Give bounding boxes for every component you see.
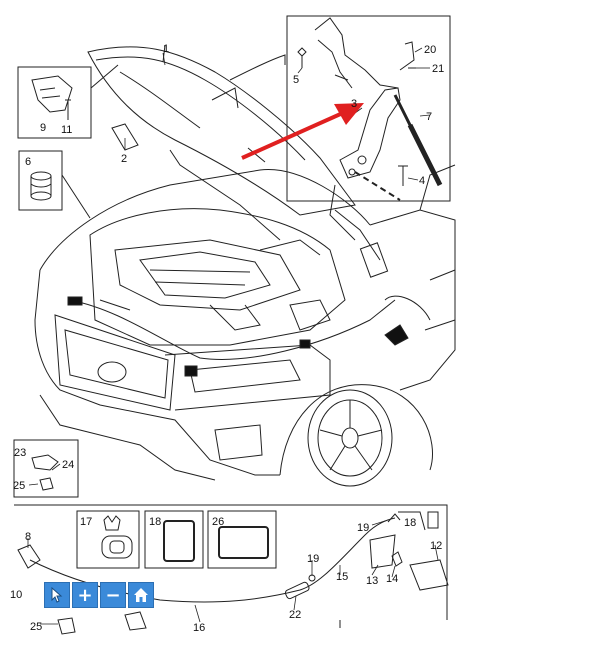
car-drawing xyxy=(34,54,456,487)
bolt-part-5 xyxy=(297,47,307,68)
bracket-part-14 xyxy=(391,551,403,567)
home-button[interactable] xyxy=(128,582,154,608)
callout-4: 4 xyxy=(419,175,425,187)
clip-part-20 xyxy=(399,41,415,71)
callout-16: 16 xyxy=(193,622,205,634)
callout-8: 8 xyxy=(25,531,31,543)
washer-flap xyxy=(384,324,409,346)
hood-props xyxy=(169,147,389,278)
bolt-part-4 xyxy=(398,165,408,186)
part-2-pad xyxy=(111,123,139,151)
callout-13: 13 xyxy=(366,575,378,587)
viewer-toolbar: + − xyxy=(44,582,154,608)
pointer-icon xyxy=(51,587,63,603)
callout-10: 10 xyxy=(10,589,22,601)
nut-part-25 xyxy=(39,477,54,491)
hood-drawing xyxy=(87,44,356,216)
clip-part-19-upper xyxy=(387,513,401,523)
home-icon xyxy=(134,588,148,602)
callout-17: 17 xyxy=(80,516,92,528)
callout-25-upper: 25 xyxy=(13,480,25,492)
handle-part-13 xyxy=(369,534,396,569)
minus-icon: − xyxy=(105,584,121,606)
lever-part-12 xyxy=(409,559,449,591)
callout-26: 26 xyxy=(212,516,224,528)
callout-21: 21 xyxy=(432,63,444,75)
callout-14: 14 xyxy=(386,573,398,585)
bracket-lower-left xyxy=(57,617,76,635)
grommet-part-17 xyxy=(101,515,133,559)
callout-23: 23 xyxy=(14,447,26,459)
strut-part-7 xyxy=(393,94,443,187)
callout-6: 6 xyxy=(25,156,31,168)
clip-part-24 xyxy=(31,454,59,471)
leader-lines xyxy=(27,47,439,625)
bushing-part-6 xyxy=(30,171,52,201)
screw-part-11 xyxy=(65,99,71,120)
callout-2: 2 xyxy=(121,153,127,165)
callout-24: 24 xyxy=(62,459,74,471)
engine-bay-drawing xyxy=(69,208,396,360)
callout-25-lower: 25 xyxy=(30,621,42,633)
detail-box-hinge xyxy=(286,15,451,202)
zoom-out-button[interactable]: − xyxy=(100,582,126,608)
detail-box-18 xyxy=(144,510,204,569)
pad-part-26 xyxy=(218,526,269,559)
callout-19-lower: 19 xyxy=(307,553,319,565)
hinge-assembly xyxy=(314,17,401,179)
pad-part-18 xyxy=(163,520,195,562)
callout-5: 5 xyxy=(293,74,299,86)
latch-right xyxy=(299,339,311,349)
callout-18-small: 18 xyxy=(404,517,416,529)
callout-18: 18 xyxy=(149,516,161,528)
callout-22: 22 xyxy=(289,609,301,621)
zoom-in-button[interactable]: + xyxy=(72,582,98,608)
callout-9: 9 xyxy=(40,122,46,134)
bracket-lower-mid xyxy=(124,611,147,631)
callout-19-upper: 19 xyxy=(357,522,369,534)
callout-7: 7 xyxy=(426,111,432,123)
latch-left xyxy=(67,296,83,306)
detail-box-9-11 xyxy=(17,66,92,139)
detail-box-23-25 xyxy=(13,439,79,498)
sleeve-part-22 xyxy=(284,581,310,600)
callout-11: 11 xyxy=(61,124,72,136)
detail-box-26 xyxy=(207,510,277,569)
latch-mid xyxy=(184,365,198,377)
latch-part-8 xyxy=(17,544,41,569)
callout-15: 15 xyxy=(336,571,348,583)
part-18-small xyxy=(427,511,439,529)
callout-20: 20 xyxy=(424,44,436,56)
callout-1: 1 xyxy=(163,43,169,55)
bracket-part-9 xyxy=(31,75,73,113)
plus-icon: + xyxy=(77,584,93,606)
callout-12: 12 xyxy=(430,540,442,552)
release-cable xyxy=(29,517,396,603)
detail-box-6 xyxy=(18,150,63,211)
callout-3: 3 xyxy=(351,98,357,110)
detail-box-17 xyxy=(76,510,140,569)
callout-labels: 1 2 3 4 5 6 7 8 9 10 11 12 13 14 15 16 1… xyxy=(10,43,444,634)
pointer-button[interactable] xyxy=(44,582,70,608)
red-pointer-arrow xyxy=(241,103,364,160)
